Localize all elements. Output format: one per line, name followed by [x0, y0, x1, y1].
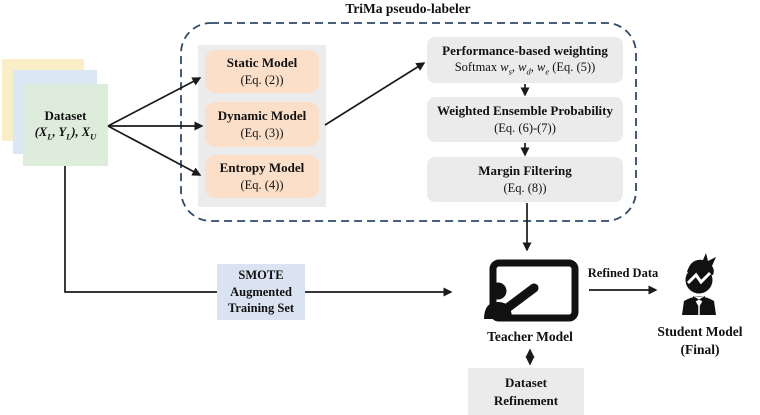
weighted-ensemble-box: Weighted Ensemble Probability (Eq. (6)-(…	[427, 97, 623, 142]
student-model-label-line1: Student Model	[657, 324, 743, 339]
smote-box: SMOTE Augmented Training Set	[217, 264, 305, 320]
performance-weighting-eq: Softmax ws, wd, we (Eq. (5))	[454, 59, 596, 77]
student-person-icon	[682, 253, 716, 315]
dynamic-model-label: Dynamic Model	[217, 108, 307, 124]
performance-weighting-box: Performance-based weighting Softmax ws, …	[427, 37, 623, 83]
dataset-card: Dataset (XL, YL), XU	[23, 84, 108, 166]
teacher-model-label: Teacher Model	[487, 329, 573, 344]
smote-line3: Training Set	[227, 301, 295, 316]
weighted-ensemble-label: Weighted Ensemble Probability	[437, 103, 613, 119]
dynamic-model-eq: (Eq. (3))	[240, 125, 284, 140]
performance-weighting-label: Performance-based weighting	[442, 42, 608, 58]
refinement-line2: Refinement	[493, 392, 559, 408]
refined-data-label: Refined Data	[587, 266, 659, 280]
smote-line1: SMOTE	[238, 267, 284, 282]
student-model-label: Student Model (Final)	[638, 323, 760, 358]
dataset-label: Dataset	[44, 107, 87, 123]
margin-filtering-eq: (Eq. (8))	[503, 180, 547, 195]
dataset-refinement-box: Dataset Refinement	[468, 368, 584, 415]
entropy-model-box: Entropy Model (Eq. (4))	[205, 155, 319, 198]
student-model-label-line2: (Final)	[680, 341, 720, 357]
static-model-label: Static Model	[226, 55, 298, 71]
refinement-line1: Dataset	[505, 374, 547, 390]
static-model-eq: (Eq. (2))	[240, 72, 284, 87]
teacher-board-icon	[484, 259, 579, 322]
margin-filtering-label: Margin Filtering	[478, 163, 572, 179]
dynamic-model-box: Dynamic Model (Eq. (3))	[205, 102, 319, 147]
static-model-box: Static Model (Eq. (2))	[205, 50, 319, 93]
entropy-model-eq: (Eq. (4))	[240, 177, 284, 192]
entropy-model-label: Entropy Model	[219, 160, 305, 176]
margin-filtering-box: Margin Filtering (Eq. (8))	[427, 157, 623, 202]
dataset-math-label: (XL, YL), XU	[34, 124, 97, 142]
trima-title: TriMa pseudo-labeler	[345, 1, 471, 16]
weighted-ensemble-eq: (Eq. (6)-(7))	[494, 120, 556, 135]
smote-line2: Augmented	[230, 284, 292, 299]
